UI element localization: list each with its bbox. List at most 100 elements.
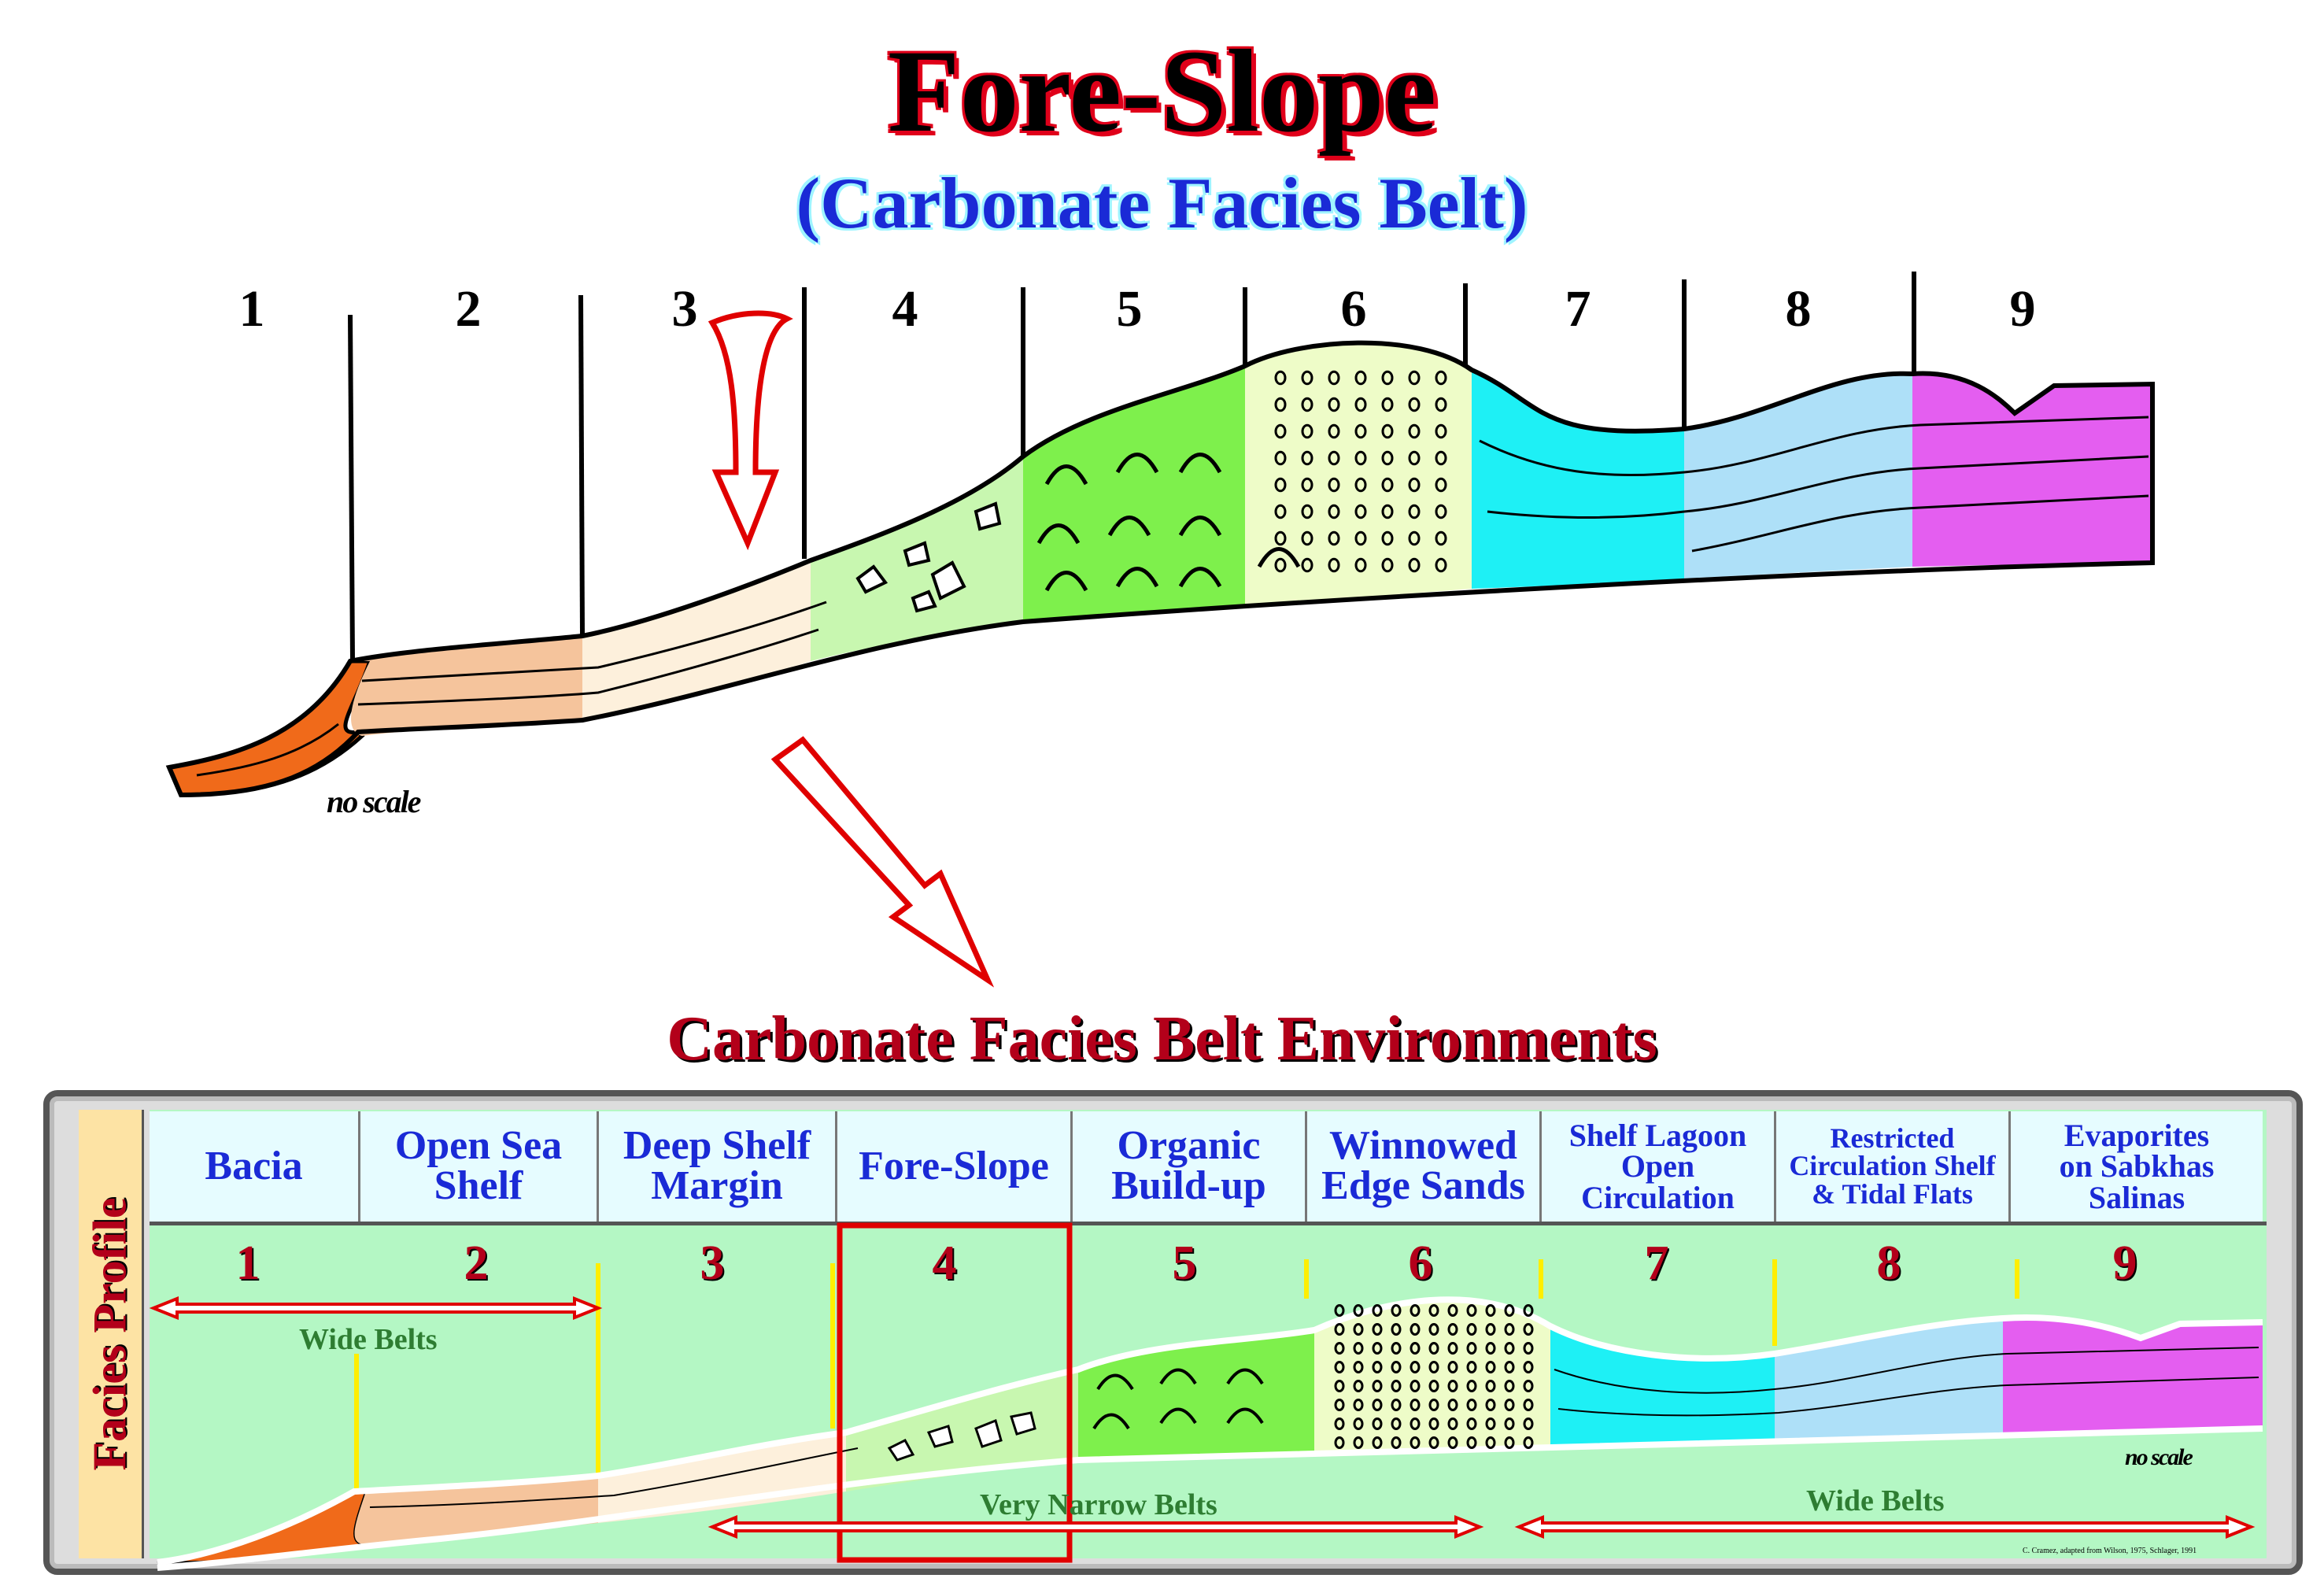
evaporites-facies xyxy=(1912,373,2152,567)
sand-grain xyxy=(1328,370,1340,386)
sand-grain xyxy=(1328,423,1340,439)
sand-grain xyxy=(1354,370,1367,386)
sand-grain xyxy=(1466,1380,1477,1392)
sand-grain xyxy=(1447,1342,1458,1355)
sand-grain xyxy=(1447,1361,1458,1373)
sand-grain xyxy=(1372,1436,1383,1449)
sand-grain xyxy=(1466,1361,1477,1373)
sand-grain xyxy=(1428,1399,1439,1411)
sand-grain xyxy=(1354,557,1367,573)
profile-number-9: 9 xyxy=(2112,1236,2137,1290)
buildup-facies xyxy=(1023,366,1245,622)
belt-number-4: 4 xyxy=(892,280,918,338)
sand-grain xyxy=(1274,370,1287,386)
sand-grain xyxy=(1408,557,1421,573)
sand-grain xyxy=(1435,397,1447,412)
sand-grain xyxy=(1435,477,1447,493)
sand-grain xyxy=(1353,1436,1364,1449)
sand-grain xyxy=(1466,1323,1477,1336)
sand-grain xyxy=(1466,1342,1477,1355)
sand-grain xyxy=(1523,1418,1534,1430)
wide-belts-right-label: Wide Belts xyxy=(1806,1484,1945,1517)
env-deep-shelf-margin: Deep Shelf Margin xyxy=(599,1111,837,1222)
sand-grain xyxy=(1334,1399,1345,1411)
env-open-sea-shelf: Open Sea Shelf xyxy=(360,1111,599,1222)
no-scale-label: no scale xyxy=(327,784,421,819)
sand-grain xyxy=(1435,504,1447,519)
profile-number-4: 4 xyxy=(932,1236,957,1290)
sand-grain xyxy=(1428,1436,1439,1449)
belt-boundary-1-2 xyxy=(348,314,355,662)
sand-grain xyxy=(1334,1304,1345,1317)
sand-grain xyxy=(1354,450,1367,466)
sand-grain xyxy=(1485,1380,1496,1392)
sand-grain xyxy=(1353,1323,1364,1336)
sand-grain xyxy=(1466,1436,1477,1449)
sand-grain xyxy=(1354,397,1367,412)
page-subtitle: (Carbonate Facies Belt) xyxy=(796,163,1528,243)
sand-grain xyxy=(1523,1361,1534,1373)
sand-grain xyxy=(1353,1304,1364,1317)
facies-cross-section xyxy=(165,272,2155,988)
sand-grain xyxy=(1391,1304,1402,1317)
sand-grain xyxy=(1428,1418,1439,1430)
sand-grain xyxy=(1504,1361,1515,1373)
sand-grain xyxy=(1504,1418,1515,1430)
sand-grain xyxy=(1354,504,1367,519)
sand-grain xyxy=(1391,1436,1402,1449)
profile-number-3: 3 xyxy=(700,1236,725,1290)
sand-grain xyxy=(1428,1304,1439,1317)
sand-grain xyxy=(1301,397,1313,412)
sand-grain xyxy=(1372,1342,1383,1355)
sand-grain xyxy=(1410,1342,1421,1355)
sand-grain xyxy=(1381,530,1394,546)
sand-grain xyxy=(1504,1399,1515,1411)
sand-grain xyxy=(1328,450,1340,466)
sand-grain xyxy=(1504,1380,1515,1392)
sand-grain xyxy=(1353,1380,1364,1392)
sand-grain xyxy=(1391,1323,1402,1336)
sand-grain xyxy=(1381,450,1394,466)
profile-outline xyxy=(165,340,2155,798)
sand-grain xyxy=(1372,1361,1383,1373)
sand-grain xyxy=(1354,423,1367,439)
sand-grain xyxy=(1485,1436,1496,1449)
env-shelf-lagoon: Shelf Lagoon Open Circulation xyxy=(1542,1111,1776,1222)
profile-number-7: 7 xyxy=(1644,1236,1669,1290)
belt-boundary-2-3 xyxy=(578,294,585,637)
sand-grain xyxy=(1381,423,1394,439)
open-shelf-facies xyxy=(350,636,582,736)
sand-grain xyxy=(1328,530,1340,546)
sand-grain xyxy=(1435,423,1447,439)
sand-grain xyxy=(1334,1418,1345,1430)
sand-grain xyxy=(1485,1342,1496,1355)
belt-number-2: 2 xyxy=(455,280,482,338)
profile-number-6: 6 xyxy=(1408,1236,1433,1290)
belt-number-9: 9 xyxy=(2009,280,2036,338)
sand-grain xyxy=(1408,423,1421,439)
profile-number-8: 8 xyxy=(1876,1236,1901,1290)
belt-number-5: 5 xyxy=(1116,280,1143,338)
sand-grain xyxy=(1391,1361,1402,1373)
sand-grain xyxy=(1334,1380,1345,1392)
sand-grain xyxy=(1274,557,1287,573)
sand-grain xyxy=(1334,1436,1345,1449)
sand-grain xyxy=(1447,1399,1458,1411)
sand-grain xyxy=(1334,1323,1345,1336)
sand-grain xyxy=(1372,1399,1383,1411)
sand-grain xyxy=(1410,1418,1421,1430)
sand-grain xyxy=(1504,1342,1515,1355)
sand-grain xyxy=(1328,557,1340,573)
sand-grain xyxy=(1372,1418,1383,1430)
sand-grain xyxy=(1466,1418,1477,1430)
env-winnowed-edge-sands: Winnowed Edge Sands xyxy=(1307,1111,1542,1222)
facies-profile-side: Facies Profile xyxy=(79,1110,144,1558)
sand-grain xyxy=(1523,1342,1534,1355)
sand-grain xyxy=(1523,1323,1534,1336)
belt-number-8: 8 xyxy=(1785,280,1812,338)
sand-grain xyxy=(1485,1399,1496,1411)
sand-grain xyxy=(1447,1418,1458,1430)
fore-slope-highlight xyxy=(837,1222,1073,1563)
sand-grain xyxy=(1381,370,1394,386)
